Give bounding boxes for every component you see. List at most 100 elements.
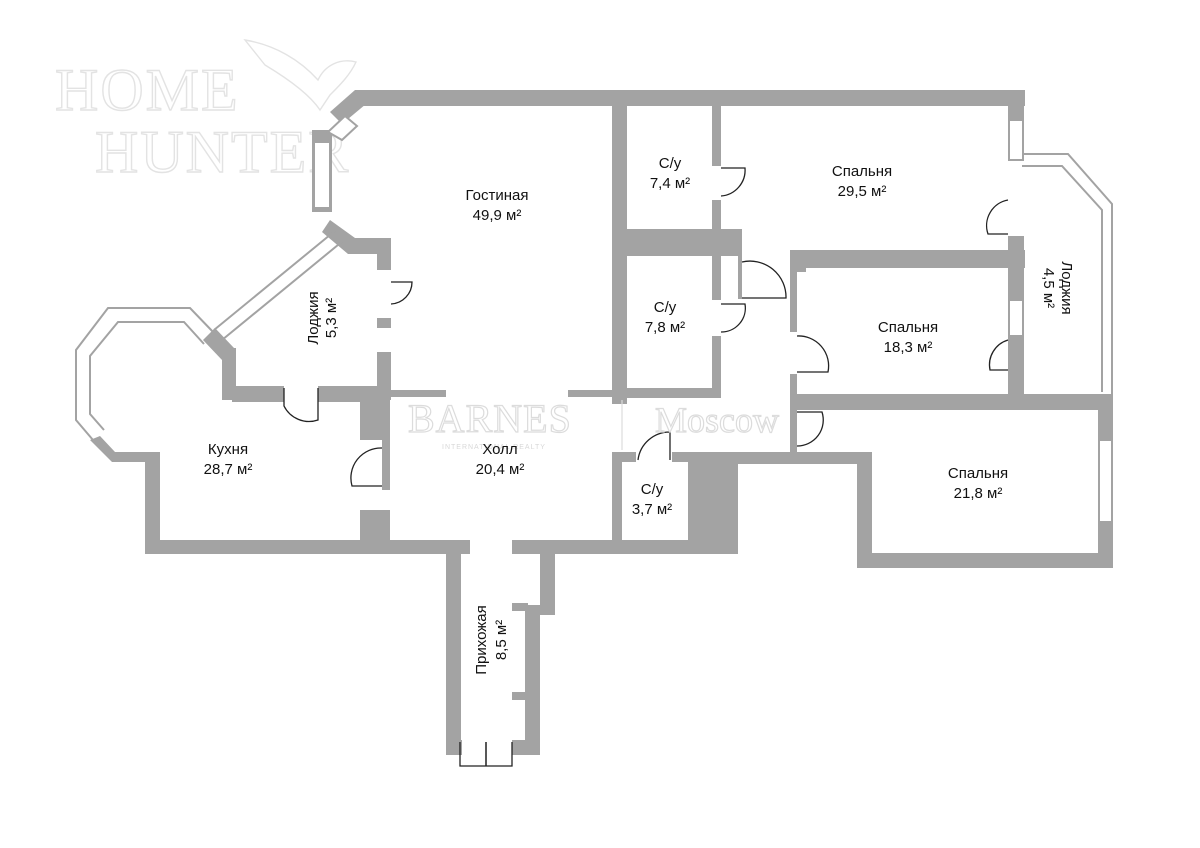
room-bedroom3-name: Спальня <box>948 465 1008 482</box>
window-bedroom1-right <box>1008 119 1024 161</box>
window-living-left <box>313 141 331 209</box>
wall-bedroom3-door-frame <box>790 410 797 452</box>
glazing <box>75 114 1113 523</box>
window-bedroom3 <box>1098 439 1113 523</box>
wall-right-bedroom1-2 <box>1008 236 1024 300</box>
room-wc3-area: 3,7 м² <box>632 501 672 518</box>
walls <box>90 90 1113 755</box>
wall-kitchen-hall-3 <box>360 510 390 554</box>
room-wc1-name: С/у <box>659 155 682 172</box>
wall-living-bay-bottom <box>322 220 390 254</box>
wall-shaft <box>688 452 738 554</box>
door-wc1 <box>720 167 746 197</box>
wall-bedroom2-left-3 <box>790 374 797 410</box>
wall-bedroom3-top <box>794 394 1112 410</box>
wall-entry-bottom-right <box>512 740 540 755</box>
wall-bedroom2-left <box>790 250 806 272</box>
wall-entry-left <box>446 540 461 755</box>
wall-kitchen-top-left <box>222 348 236 400</box>
room-wc2-area: 7,8 м² <box>645 319 685 336</box>
wall-bedroom2-left-2 <box>790 272 797 332</box>
window-living-bay <box>326 114 359 142</box>
door-kitchen-hall <box>350 447 383 487</box>
wall-kitchen-bay-corner <box>203 328 234 360</box>
wall-kitchen-top <box>232 386 284 402</box>
door-bedroom2 <box>796 335 830 373</box>
wall-wc3-left <box>612 452 622 554</box>
room-hall-name: Холл <box>482 441 517 458</box>
wall-entry-bottom-left <box>446 740 462 755</box>
door-bedroom1 <box>985 199 1009 235</box>
watermark-barnes-sub: INTERNATIONAL REALTY <box>442 444 546 451</box>
door-bedroom3 <box>796 411 824 447</box>
room-hall-area: 20,4 м² <box>476 461 525 478</box>
watermark-hunter: HUNTER <box>95 119 350 185</box>
room-wc1-area: 7,4 м² <box>650 175 690 192</box>
room-living-name: Гостиная <box>466 187 529 204</box>
room-loggia-right-name: Лоджия <box>1058 261 1075 314</box>
wall-kitchen-hall-2 <box>382 440 390 490</box>
door-corridor <box>741 260 787 299</box>
wall-bedroom3-left <box>857 452 872 568</box>
wall-wc2-right <box>712 254 721 300</box>
window-bedroom2-right <box>1008 299 1024 337</box>
wall-right-bedroom1 <box>1008 90 1024 120</box>
room-kitchen-name: Кухня <box>208 441 248 458</box>
wall-kitchen-bay-bottom <box>90 436 160 462</box>
wall-wc1-right <box>712 104 721 166</box>
room-wc2-name: С/у <box>654 299 677 316</box>
window-loggia-right-outer <box>1022 153 1113 398</box>
door-wc2 <box>720 303 746 333</box>
wall-kitchen-bottom <box>145 540 470 554</box>
door-loggia-left <box>390 281 413 305</box>
watermark-barnes: BARNES <box>408 396 572 441</box>
window-kitchen-bay <box>75 307 216 441</box>
wall-hall-left-stub <box>390 390 446 397</box>
wall-wc1-wc2 <box>612 229 738 256</box>
doors <box>283 167 1009 767</box>
wall-entry-stub-1 <box>512 603 528 611</box>
wall-wc1-right-2 <box>712 200 721 230</box>
room-entry-name: Прихожая <box>473 605 490 675</box>
room-loggia-left-name: Лоджия <box>305 291 322 344</box>
door-kitchen <box>283 388 319 423</box>
window-loggia-left-2 <box>221 239 345 341</box>
wall-entry-right <box>540 540 555 615</box>
wall-loggia-left-right-2 <box>377 318 391 328</box>
wall-right-bedroom2 <box>1008 336 1024 410</box>
wall-wc3-top-2 <box>672 452 688 462</box>
bird-logo <box>243 39 357 112</box>
room-kitchen-area: 28,7 м² <box>204 461 253 478</box>
door-wc3 <box>637 431 671 461</box>
room-living-area: 49,9 м² <box>473 207 522 224</box>
room-bedroom3-area: 21,8 м² <box>954 485 1003 502</box>
barnes-watermark: BARNES Moscow <box>407 395 780 450</box>
room-bedroom2-area: 18,3 м² <box>884 339 933 356</box>
room-loggia-right-area: 4,5 м² <box>1040 268 1057 308</box>
room-bedroom1-name: Спальня <box>832 163 892 180</box>
room-wc3-name: С/у <box>641 481 664 498</box>
room-bedroom2-name: Спальня <box>878 319 938 336</box>
wall-bedroom1-bottom <box>790 250 1025 268</box>
window-loggia-left-1 <box>213 229 337 331</box>
watermark-moscow: Moscow <box>655 400 779 440</box>
wall-bedroom3-right <box>1098 394 1113 440</box>
room-labels: Гостиная 49,9 м² С/у 7,4 м² Спальня 29,5… <box>204 155 1075 675</box>
watermark-home: HOME <box>55 57 240 123</box>
wall-top-left-corner <box>330 90 366 124</box>
wall-bedroom3-hall-top <box>720 452 872 464</box>
wall-hall-bottom-right <box>512 540 738 554</box>
wall-top <box>355 90 1025 106</box>
wall-wc2-right-2 <box>712 336 721 398</box>
home-hunter-watermark: HOME HUNTER <box>54 39 357 186</box>
wall-kitchen-top-2 <box>318 386 388 402</box>
room-loggia-left-area: 5,3 м² <box>323 298 340 338</box>
window-loggia-right-inner <box>1022 165 1103 392</box>
wall-loggia-left-right <box>377 238 391 270</box>
wall-wc3-top <box>612 452 636 462</box>
wall-kitchen-hall <box>360 400 390 440</box>
room-entry-area: 8,5 м² <box>493 620 510 660</box>
wall-entry-right-2 <box>525 605 540 755</box>
wall-kitchen-left <box>145 452 160 554</box>
